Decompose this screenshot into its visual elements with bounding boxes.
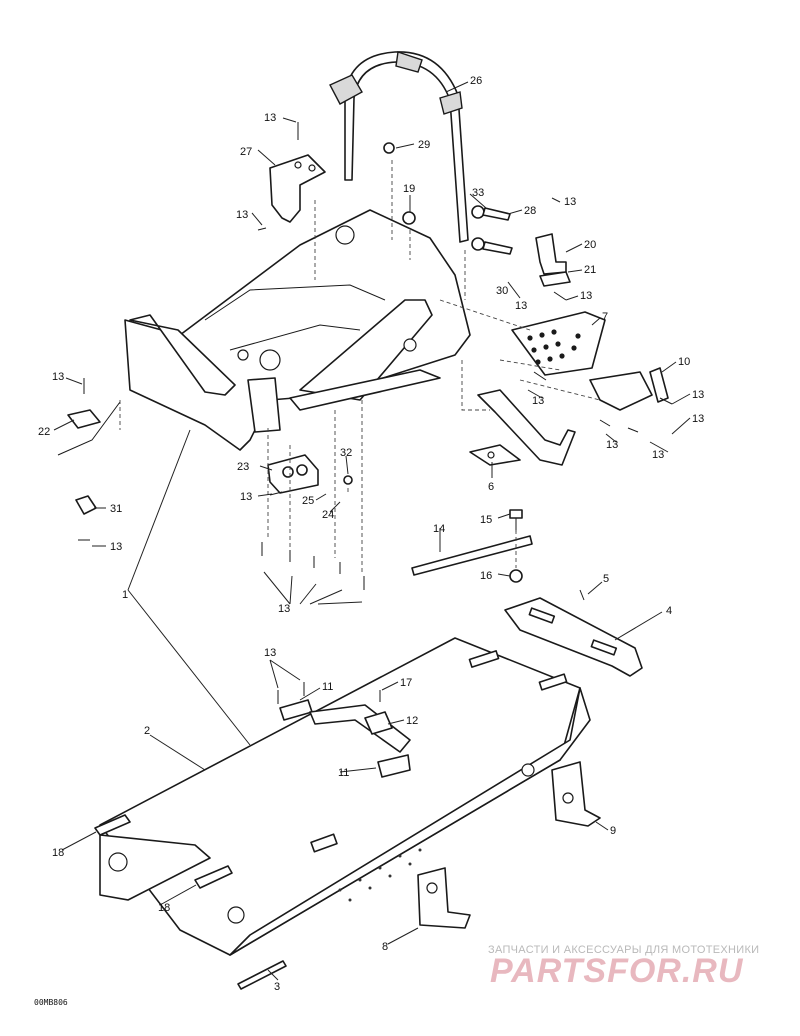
drawing-code: 00MB806: [34, 998, 68, 1007]
callout-15: 15: [480, 514, 492, 526]
callout-32: 32: [340, 447, 352, 459]
callout-13: 13: [564, 196, 576, 208]
callout-1: 1: [122, 589, 128, 601]
callout-13: 13: [692, 389, 704, 401]
callout-33: 33: [472, 187, 484, 199]
callout-8: 8: [382, 941, 388, 953]
clip-10: [589, 367, 669, 411]
footrest-8: [417, 867, 471, 929]
strap-4: [504, 597, 643, 677]
bracket-6: [469, 389, 576, 466]
footrest-9: [551, 761, 601, 827]
callout-13: 13: [278, 603, 290, 615]
watermark-logo: PARTSFOR.RU: [490, 952, 744, 990]
bracket-7: [511, 311, 606, 376]
callout-13: 13: [236, 209, 248, 221]
callout-13: 13: [580, 290, 592, 302]
hinge-23: [267, 454, 319, 494]
callout-18: 18: [158, 902, 170, 914]
bracket-20-21: [535, 233, 571, 287]
callout-7: 7: [602, 311, 608, 323]
callout-27: 27: [240, 146, 252, 158]
nut-29: [383, 142, 395, 154]
callout-28: 28: [524, 205, 536, 217]
steering-column: [329, 51, 469, 243]
callout-13: 13: [110, 541, 122, 553]
leader-lines: [53, 81, 691, 981]
callout-12: 12: [406, 715, 418, 727]
rod-3: [237, 960, 287, 990]
callout-19: 19: [403, 183, 415, 195]
callout-11: 11: [322, 681, 333, 693]
callout-10: 10: [678, 356, 690, 368]
callout-13: 13: [264, 112, 276, 124]
watermark-tagline: ЗАПЧАСТИ И АКСЕССУАРЫ ДЛЯ МОТОТЕХНИКИ: [488, 944, 760, 956]
callout-20: 20: [584, 239, 596, 251]
callout-13: 13: [606, 439, 618, 451]
callout-23: 23: [237, 461, 249, 473]
callout-6: 6: [488, 481, 494, 493]
callout-13: 13: [240, 491, 252, 503]
slide-18-lower: [194, 865, 233, 889]
callout-13: 13: [532, 395, 544, 407]
callout-24: 24: [322, 509, 334, 521]
callout-5: 5: [603, 573, 609, 585]
callout-4: 4: [666, 605, 672, 617]
callout-2: 2: [144, 725, 150, 737]
washer-19: [402, 211, 416, 225]
callout-31: 31: [110, 503, 122, 515]
callout-16: 16: [480, 570, 492, 582]
callout-22: 22: [38, 426, 50, 438]
clip-22: [57, 401, 121, 456]
upper-frame: [124, 209, 471, 451]
callout-26: 26: [470, 75, 482, 87]
callout-13: 13: [692, 413, 704, 425]
callout-13: 13: [515, 300, 527, 312]
rail-14: [411, 535, 533, 576]
support-12: [309, 704, 411, 753]
callout-13: 13: [652, 449, 664, 461]
callout-labels: 13 27 13 26 29 19 33 28 13 20 21 13 30 1…: [34, 75, 704, 1007]
tunnel: [99, 637, 591, 956]
callout-17: 17: [400, 677, 412, 689]
callout-29: 29: [418, 139, 430, 151]
callout-18: 18: [52, 847, 64, 859]
callout-13: 13: [52, 371, 64, 383]
bracket-11-bottom: [377, 754, 411, 778]
slide-18-upper: [94, 814, 131, 836]
assembly-lines: [119, 160, 601, 575]
nut-16: [509, 569, 523, 583]
callout-13: 13: [264, 647, 276, 659]
callout-14: 14: [433, 523, 445, 535]
fasteners-33-28: [471, 205, 513, 255]
callout-3: 3: [274, 981, 280, 993]
callout-25: 25: [302, 495, 314, 507]
callout-30: 30: [496, 285, 508, 297]
callout-21: 21: [584, 264, 596, 276]
bracket-27: [269, 154, 326, 223]
pin-32: [343, 475, 353, 485]
bolt-15: [509, 509, 523, 532]
callout-11: 11: [338, 767, 349, 779]
callout-9: 9: [610, 825, 616, 837]
rivets: [78, 122, 673, 704]
clip-31: [75, 495, 97, 515]
